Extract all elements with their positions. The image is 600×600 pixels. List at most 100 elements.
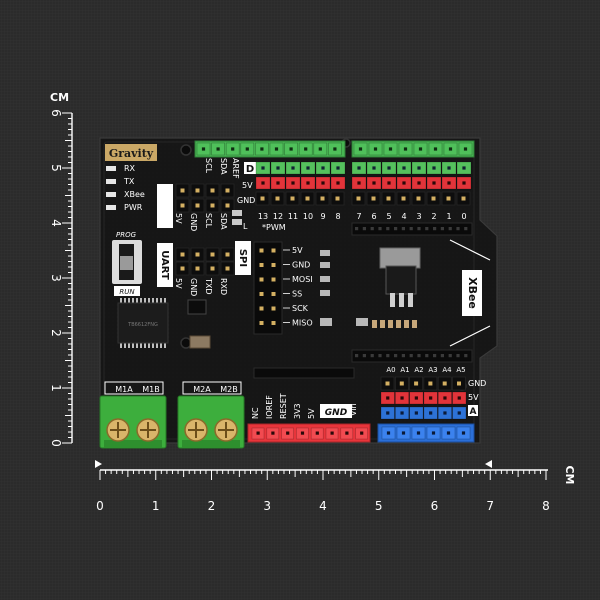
power-pin-label: IOREF — [265, 395, 274, 419]
power-hole — [300, 431, 305, 435]
row-5v-label: 5V — [242, 181, 253, 190]
gravity-logo: Gravity — [105, 144, 157, 161]
pin-hole — [403, 147, 408, 151]
pin-hole — [417, 166, 421, 170]
male-pin — [290, 196, 295, 201]
male-pin — [195, 203, 200, 208]
xbee-pin — [378, 227, 382, 231]
pin-hole — [373, 147, 378, 151]
led — [106, 179, 116, 184]
pin-hole — [261, 166, 265, 170]
pin-hole — [443, 411, 447, 415]
digital-d-label: D — [246, 164, 254, 175]
spi-pin — [259, 263, 264, 267]
motor-label: M2A — [193, 385, 211, 394]
male-pin — [225, 203, 230, 208]
vertical-ruler-label: 4 — [49, 219, 63, 227]
led-label: XBee — [124, 190, 145, 199]
pin-hole — [462, 166, 466, 170]
analog-pin-label: A5 — [456, 366, 465, 374]
pin-hole — [429, 396, 433, 400]
resistor — [412, 320, 417, 328]
chip-text: TB6612FNG — [127, 322, 158, 328]
horizontal-ruler-label: 1 — [152, 499, 160, 513]
chip-leg — [124, 342, 126, 348]
xbee-pin — [440, 354, 444, 358]
pin-hole — [321, 166, 325, 170]
vertical-ruler-label: 5 — [49, 164, 63, 172]
pin-hole — [260, 147, 264, 151]
spi-label: SPI — [237, 249, 248, 267]
power-hole — [330, 431, 334, 435]
spi-pin-label: SCK — [292, 304, 309, 313]
horizontal-ruler-label: 3 — [263, 499, 271, 513]
male-pin — [446, 196, 451, 201]
male-pin — [210, 266, 215, 271]
motor-label: M2B — [220, 385, 237, 394]
digital-pin-number: 3 — [416, 212, 421, 221]
pin-hole — [306, 181, 310, 185]
male-pin — [442, 381, 447, 386]
male-pin — [371, 196, 376, 201]
digital-pin-number: 10 — [303, 212, 313, 221]
horizontal-ruler-label: 4 — [319, 499, 327, 513]
analog-a-label: A — [470, 407, 477, 417]
pin-hole — [388, 147, 393, 151]
male-pin — [320, 196, 325, 201]
spi-pin — [259, 277, 264, 282]
aref-label: AREF — [231, 158, 240, 179]
chip-leg — [140, 342, 142, 348]
chip-leg — [128, 298, 130, 304]
chip-leg — [152, 342, 154, 348]
xbee-pin — [386, 354, 390, 358]
pin-hole — [357, 166, 361, 170]
smd-components — [187, 250, 417, 349]
pin-hole — [291, 181, 295, 185]
pin-hole — [432, 181, 436, 185]
digital-pin-number: 0 — [461, 212, 466, 221]
horizontal-ruler-label: 7 — [486, 499, 494, 513]
spi-pin — [271, 263, 276, 267]
resistor — [388, 320, 393, 328]
male-pin — [225, 252, 230, 257]
i2c-pin-scl-top: SCL — [204, 158, 213, 174]
pin-hole — [443, 396, 447, 400]
pin-hole — [276, 181, 280, 185]
male-pin — [399, 381, 404, 386]
chip-leg — [152, 298, 154, 304]
male-pin — [461, 196, 466, 201]
pin-hole — [386, 411, 390, 415]
spi-pin-label: MOSI — [292, 275, 313, 284]
digital-pin-number: 1 — [446, 212, 451, 221]
uart-pin-5v: 5V — [174, 278, 183, 289]
digital-pin-number: 7 — [356, 212, 361, 221]
led — [106, 166, 116, 171]
chip-leg — [164, 298, 166, 304]
pin-hole — [414, 411, 418, 415]
motor-label-box-right — [182, 381, 242, 395]
uart-pin-txd: TXD — [204, 277, 213, 295]
pin-hole — [245, 147, 249, 151]
power-gnd-label: GND — [325, 408, 348, 418]
digital-pin-number: 5 — [386, 212, 391, 221]
male-pin — [428, 381, 433, 386]
led-label: TX — [123, 177, 135, 186]
pin-hole — [402, 181, 406, 185]
chip-leg — [132, 298, 134, 304]
pin-hole — [216, 147, 220, 151]
analog-pin-label: A1 — [400, 366, 409, 374]
pin-hole — [416, 431, 421, 435]
i2c-pin-scl: SCL — [204, 213, 213, 229]
pin-hole — [261, 181, 265, 185]
horizontal-ruler-label: 2 — [208, 499, 216, 513]
xbee-pin — [401, 354, 405, 358]
pin-hole — [433, 147, 438, 151]
i2c-pin-gnd: GND — [189, 213, 198, 231]
pin-hole — [402, 166, 406, 170]
uart-label: UART — [159, 250, 170, 280]
vertical-ruler-label: 3 — [49, 274, 63, 282]
